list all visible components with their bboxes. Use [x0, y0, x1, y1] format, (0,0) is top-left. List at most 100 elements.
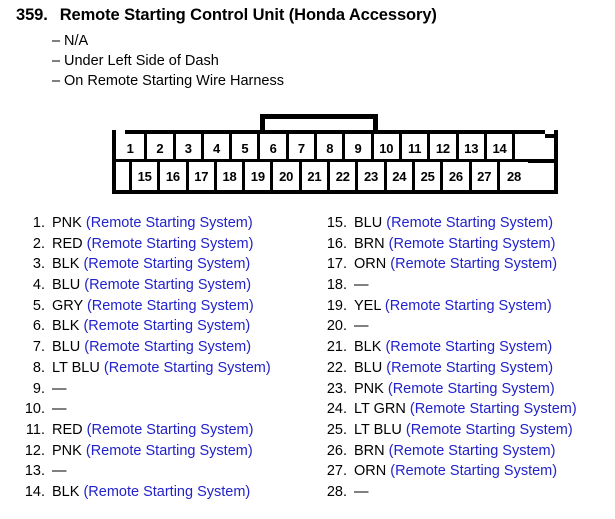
pin-number: 13. [24, 463, 45, 480]
pin-description: PNK (Remote Starting System) [52, 213, 253, 234]
pin-description: GRY (Remote Starting System) [52, 296, 254, 317]
pin-number: 19. [326, 297, 347, 314]
pin-number: 25. [326, 421, 347, 438]
connector-latch [260, 114, 378, 138]
circuit-name: (Remote Starting System) [83, 256, 251, 273]
wire-color-code: PNK [52, 442, 82, 459]
connector-pin-17: 17 [185, 162, 217, 190]
pin-list-item: 18.— [320, 275, 610, 296]
wire-color-code: BRN [354, 442, 385, 459]
circuit-name: (Remote Starting System) [385, 339, 553, 356]
pin-number: 2. [32, 235, 45, 252]
wire-color-code: BLK [52, 256, 80, 273]
pin-description: BLU (Remote Starting System) [354, 213, 553, 234]
pin-list-item: 15.BLU (Remote Starting System) [320, 213, 610, 234]
detail-label: On Remote Starting Wire Harness [64, 73, 284, 89]
connector-pin-27: 27 [468, 162, 500, 190]
wire-color-code: LT BLU [354, 421, 402, 438]
connector-pin-13: 13 [455, 134, 487, 162]
pin-list-item: 24.LT GRN (Remote Starting System) [320, 399, 610, 420]
pin-number: 17. [326, 256, 347, 273]
wire-color-code: PNK [52, 215, 82, 231]
pin-number: 27. [326, 463, 347, 480]
pin-number: 20. [326, 318, 347, 335]
pin-list-right: 15.BLU (Remote Starting System)16.BRN (R… [320, 213, 610, 503]
pin-description: YEL (Remote Starting System) [354, 296, 552, 317]
wire-color-code: BLU [354, 215, 383, 231]
wire-color-code: BLU [354, 359, 383, 376]
circuit-name: (Remote Starting System) [384, 297, 552, 314]
connector-blank-cell [512, 134, 529, 162]
connector-pin-12: 12 [427, 134, 459, 162]
wire-color-code: BLK [52, 318, 80, 335]
circuit-name: (Remote Starting System) [390, 463, 558, 480]
circuit-name: (Remote Starting System) [405, 421, 573, 438]
circuit-name: (Remote Starting System) [86, 297, 254, 314]
pin-list-item: 13. — [18, 461, 308, 482]
wire-color-code: PNK [354, 380, 384, 397]
pin-description: PNK (Remote Starting System) [354, 379, 555, 400]
connector-pin-4: 4 [200, 134, 233, 162]
pin-list-item: 1. PNK (Remote Starting System) [18, 213, 308, 234]
circuit-name: (Remote Starting System) [85, 442, 253, 459]
pin-number: 1. [32, 215, 45, 231]
pin-list-item: 28. — [320, 482, 610, 503]
pin-list-item: 6. BLK (Remote Starting System) [18, 316, 308, 337]
pin-number: 4. [32, 277, 45, 294]
pin-number: 8. [32, 359, 45, 376]
pin-description: LT GRN (Remote Starting System) [354, 399, 577, 420]
pin-number: 21. [326, 339, 347, 356]
pin-list-item: 27.ORN (Remote Starting System) [320, 461, 610, 482]
pin-number: 23. [326, 380, 347, 397]
pin-description: BLU (Remote Starting System) [354, 358, 553, 379]
connector-pin-22: 22 [327, 162, 359, 190]
wire-color-code: LT GRN [354, 401, 406, 418]
pin-list-item: 26.BRN (Remote Starting System) [320, 441, 610, 462]
pin-empty-dash: — [354, 277, 369, 294]
latch-bar [260, 114, 378, 119]
connector-pin-15: 15 [129, 162, 161, 190]
pin-list-item: 10.— [18, 399, 308, 420]
circuit-name: (Remote Starting System) [386, 215, 554, 231]
pin-list-item: 22.BLU (Remote Starting System) [320, 358, 610, 379]
pin-list-item: 4.BLU (Remote Starting System) [18, 275, 308, 296]
pin-number: 28. [326, 483, 347, 500]
connector-pin-7: 7 [285, 134, 318, 162]
page-title: 359. Remote Starting Control Unit (Honda … [16, 6, 437, 25]
pin-description: BRN (Remote Starting System) [354, 234, 555, 255]
pin-description: PNK (Remote Starting System) [52, 441, 253, 462]
pin-number: 14. [24, 483, 45, 500]
circuit-name: (Remote Starting System) [103, 359, 271, 376]
circuit-name: (Remote Starting System) [387, 380, 555, 397]
component-title: Remote Starting Control Unit (Honda Acce… [59, 6, 437, 24]
detail-dash: – [52, 33, 61, 49]
component-number: 359. [16, 6, 48, 24]
pin-description: — [354, 275, 369, 296]
pin-number: 26. [326, 442, 347, 459]
pin-list-item: 5.GRY (Remote Starting System) [18, 296, 308, 317]
connector-pin-28: 28 [496, 162, 529, 190]
detail-dash: – [52, 73, 61, 89]
pin-description: — [354, 482, 369, 503]
connector-pin-10: 10 [370, 134, 402, 162]
pin-list-item: 21. BLK (Remote Starting System) [320, 337, 610, 358]
pin-empty-dash: — [52, 463, 67, 480]
wire-color-code: BLK [354, 339, 382, 356]
pin-empty-dash: — [52, 380, 67, 397]
component-detail-item: –On Remote Starting Wire Harness [52, 71, 284, 91]
pin-description: LT BLU (Remote Starting System) [354, 420, 573, 441]
pin-list-item: 2.RED (Remote Starting System) [18, 234, 308, 255]
circuit-name: (Remote Starting System) [84, 339, 252, 356]
connector-pin-19: 19 [242, 162, 274, 190]
pin-list-item: 16.BRN (Remote Starting System) [320, 234, 610, 255]
pin-description: BLK (Remote Starting System) [52, 316, 250, 337]
wire-color-code: BLK [52, 483, 80, 500]
connector-row-divider [116, 159, 554, 163]
connector-pin-3: 3 [172, 134, 204, 162]
pin-number: 6. [32, 318, 45, 335]
circuit-name: (Remote Starting System) [83, 318, 251, 335]
pin-description: BLK (Remote Starting System) [52, 254, 250, 275]
pin-description: BLK (Remote Starting System) [52, 482, 250, 503]
